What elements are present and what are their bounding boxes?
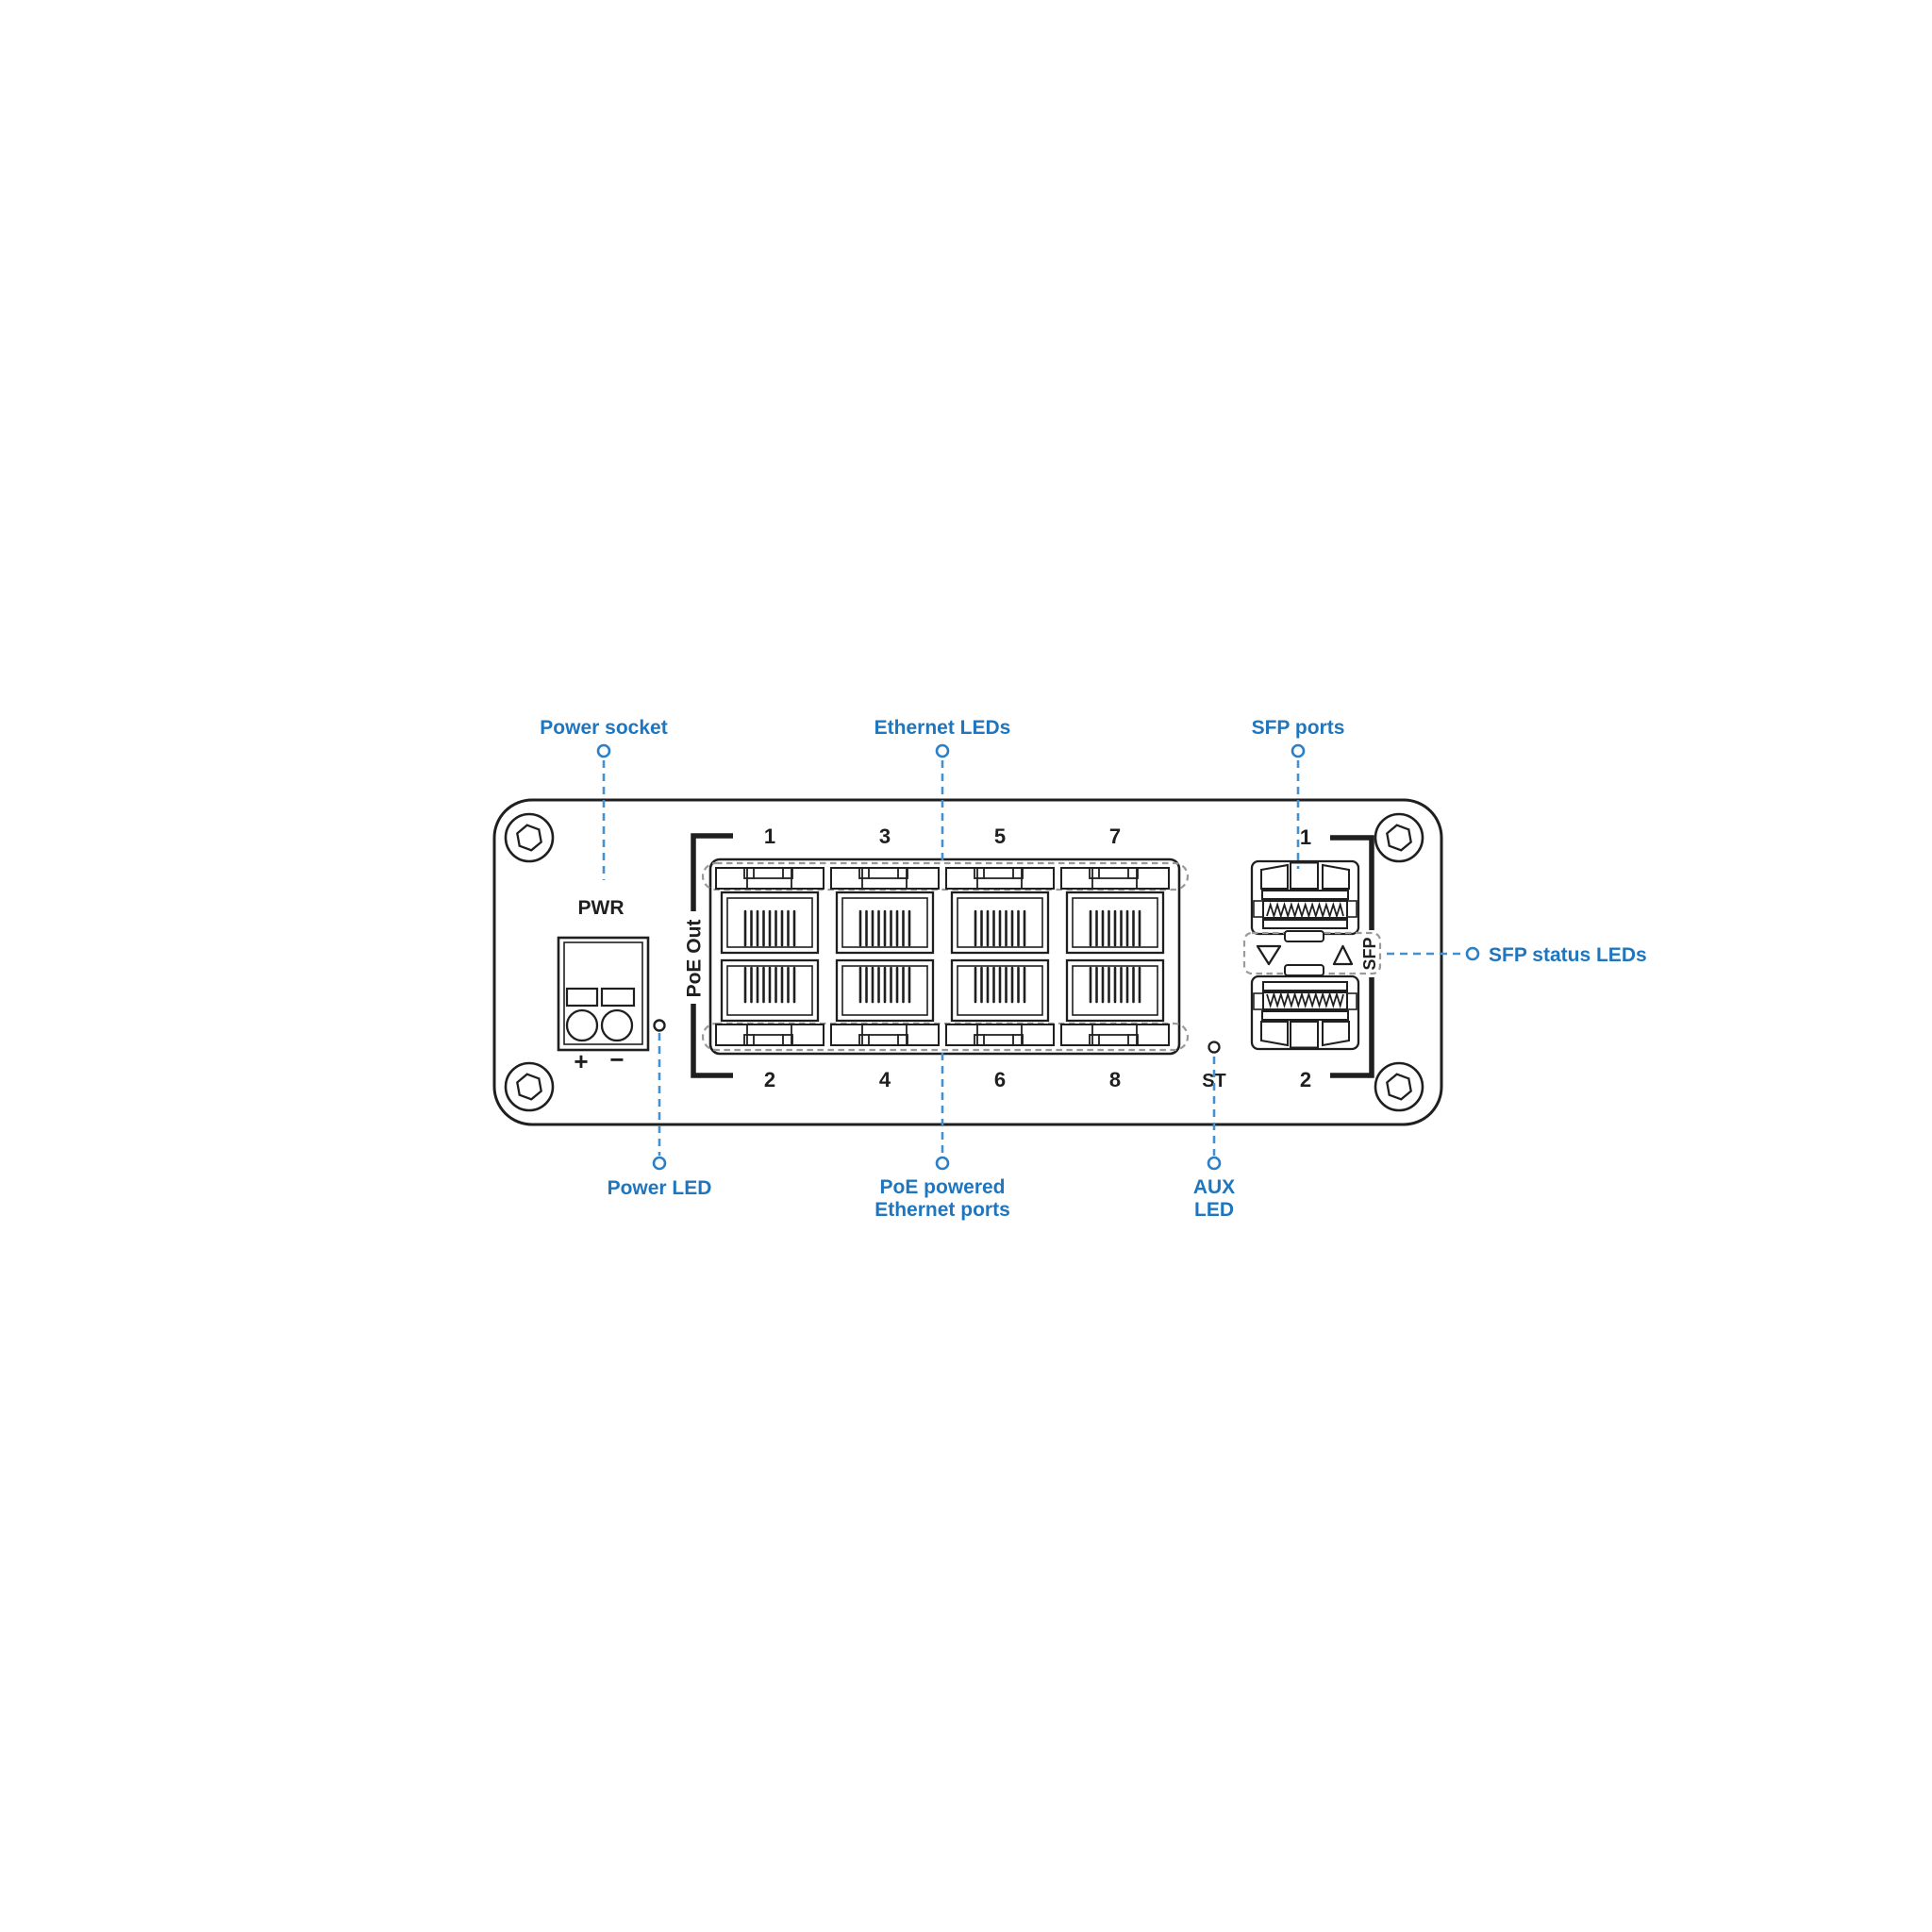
power-led — [653, 1019, 666, 1032]
callout-ethernet-leds-label: Ethernet LEDs — [874, 717, 1011, 739]
device-panel: PWR + − PoE Out — [492, 798, 1443, 1126]
callout-anchor-dot — [1207, 1156, 1222, 1171]
aux-status-led — [1208, 1041, 1221, 1054]
callout-ethernet-leds: Ethernet LEDs — [874, 717, 1011, 862]
callout-power-led: Power LED — [608, 1033, 712, 1199]
callout-power-socket: Power socket — [540, 717, 668, 880]
callout-anchor-dot — [652, 1156, 667, 1171]
terminal-screw-hole — [565, 1008, 599, 1042]
eth-port-number: 7 — [1109, 824, 1121, 848]
terminal-plus-label: + — [574, 1047, 588, 1075]
terminal-screw-hole — [600, 1008, 634, 1042]
ethernet-port-block: 1 3 5 7 2 4 6 8 — [701, 824, 1190, 1091]
ethernet-leds-top-strip — [701, 861, 1190, 891]
sfp-port-number: 1 — [1300, 825, 1311, 849]
callout-poe-powered-ports: PoE powered Ethernet ports — [874, 1053, 1010, 1221]
callout-poe-ports-label-line1: PoE powered — [879, 1176, 1005, 1198]
callout-anchor-dot — [596, 743, 611, 758]
callout-sfp-ports-label: SFP ports — [1252, 717, 1345, 739]
callout-anchor-dot — [1291, 743, 1306, 758]
sfp-led-notch — [1284, 930, 1324, 942]
sfp-status-leds-box: SFP — [1242, 930, 1382, 976]
eth-port-number: 3 — [879, 824, 891, 848]
poe-out-label: PoE Out — [684, 920, 706, 998]
callout-sfp-status-leds: SFP status LEDs — [1387, 944, 1647, 966]
sfp-port-number: 2 — [1300, 1068, 1311, 1091]
terminal-slot — [565, 987, 599, 1008]
sfp-led-down-triangle-icon — [1256, 944, 1282, 966]
poe-out-bracket: PoE Out — [684, 833, 733, 1078]
sfp-led-notch — [1284, 964, 1324, 976]
eth-port-number: 6 — [994, 1068, 1006, 1091]
callout-poe-ports-label-line2: Ethernet ports — [874, 1199, 1010, 1221]
callout-power-socket-label: Power socket — [540, 717, 667, 739]
power-socket-label: PWR — [578, 897, 625, 919]
status-led-group: ST — [1202, 1041, 1226, 1091]
eth-port-number: 4 — [879, 1068, 891, 1091]
sfp-group-label: SFP — [1360, 937, 1379, 970]
callout-anchor-dot — [935, 1156, 950, 1171]
eth-port-number: 5 — [994, 824, 1006, 848]
callout-aux-led-label-line2: LED — [1194, 1199, 1234, 1221]
status-led-label: ST — [1202, 1071, 1226, 1091]
terminal-minus-label: − — [609, 1045, 624, 1074]
eth-port-number: 2 — [764, 1068, 775, 1091]
callout-power-led-label: Power LED — [608, 1177, 712, 1199]
callout-sfp-ports: SFP ports — [1252, 717, 1345, 869]
callouts: Power socket Ethernet LEDs SFP ports Pow… — [540, 717, 1646, 1221]
callout-sfp-status-leds-label: SFP status LEDs — [1489, 944, 1647, 966]
callout-anchor-dot — [1465, 946, 1480, 961]
callout-aux-led: AUX LED — [1193, 1057, 1235, 1221]
terminal-slot — [600, 987, 636, 1008]
eth-port-number: 1 — [764, 824, 775, 848]
callout-anchor-dot — [935, 743, 950, 758]
sfp-section: 1 2 SFP — [1242, 825, 1382, 1091]
power-terminal-block: PWR + − — [557, 897, 650, 1075]
sfp-bracket — [1330, 835, 1374, 1078]
front-panel-outline — [492, 798, 1443, 1126]
callout-aux-led-label-line1: AUX — [1193, 1176, 1235, 1198]
eth-port-number: 8 — [1109, 1068, 1121, 1091]
sfp-led-up-triangle-icon — [1332, 944, 1354, 966]
